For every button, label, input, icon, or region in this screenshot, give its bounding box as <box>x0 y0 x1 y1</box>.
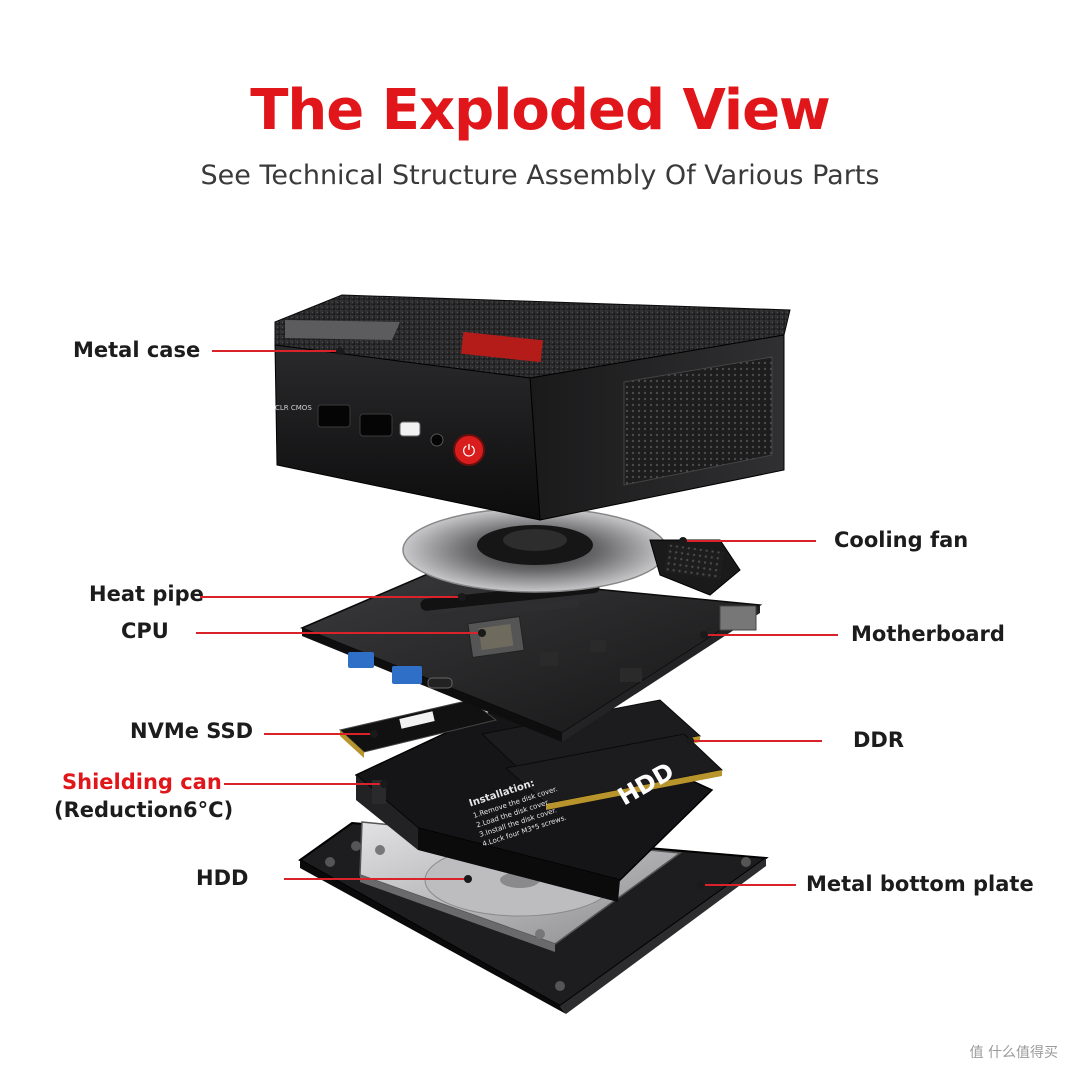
label-nvme-ssd: NVMe SSD <box>130 719 254 743</box>
leader-line-motherboard <box>704 634 838 636</box>
label-shielding-note: (Reduction6°C) <box>54 798 234 822</box>
power-icon: ⏻ <box>463 441 476 460</box>
dot-marker <box>478 629 486 637</box>
power-button[interactable]: ⏻ <box>453 434 485 466</box>
nvme-ssd <box>338 699 498 758</box>
plate-hole <box>351 841 361 851</box>
leader-line-nvme-ssd <box>264 733 374 735</box>
dot-marker <box>336 347 344 355</box>
leader-line-metal-case <box>212 350 340 352</box>
watermark: 值 什么值得买 <box>969 1045 1058 1061</box>
leader-line-hdd <box>284 878 468 880</box>
leader-line-shielding-can <box>224 783 384 785</box>
dot-marker <box>458 593 466 601</box>
page-subtitle: See Technical Structure Assembly Of Vari… <box>200 160 880 191</box>
dot-marker <box>679 537 687 545</box>
label-shielding-can: Shielding can <box>62 770 222 794</box>
dot-marker <box>686 737 694 745</box>
clr-cmos-label: CLR CMOS <box>275 404 312 412</box>
plate-hole <box>555 981 565 991</box>
label-cooling-fan: Cooling fan <box>834 528 969 552</box>
motherboard <box>300 572 763 742</box>
ddr-module <box>480 699 724 810</box>
leader-line-heat-pipe <box>200 596 462 598</box>
label-ddr: DDR <box>853 728 905 752</box>
dot-marker <box>370 730 378 738</box>
cooling-fan <box>402 507 741 596</box>
label-metal-bottom-plate: Metal bottom plate <box>806 872 1034 896</box>
dot-marker <box>700 631 708 639</box>
label-cpu: CPU <box>121 619 169 643</box>
metal-case: CLR CMOS <box>274 294 791 521</box>
label-motherboard: Motherboard <box>851 622 1005 646</box>
plate-hole <box>741 857 751 867</box>
dot-marker <box>380 780 388 788</box>
plate-hole <box>325 857 335 867</box>
label-metal-case: Metal case <box>73 338 201 362</box>
page-title: The Exploded View <box>250 78 831 143</box>
leader-line-cpu <box>196 632 482 634</box>
leader-line-metal-bottom-plate <box>700 884 796 886</box>
label-hdd: HDD <box>196 866 249 890</box>
label-heat-pipe: Heat pipe <box>89 582 204 606</box>
dot-marker <box>464 875 472 883</box>
dot-marker <box>697 881 705 889</box>
leader-line-cooling-fan <box>682 540 816 542</box>
leader-line-ddr <box>690 740 822 742</box>
